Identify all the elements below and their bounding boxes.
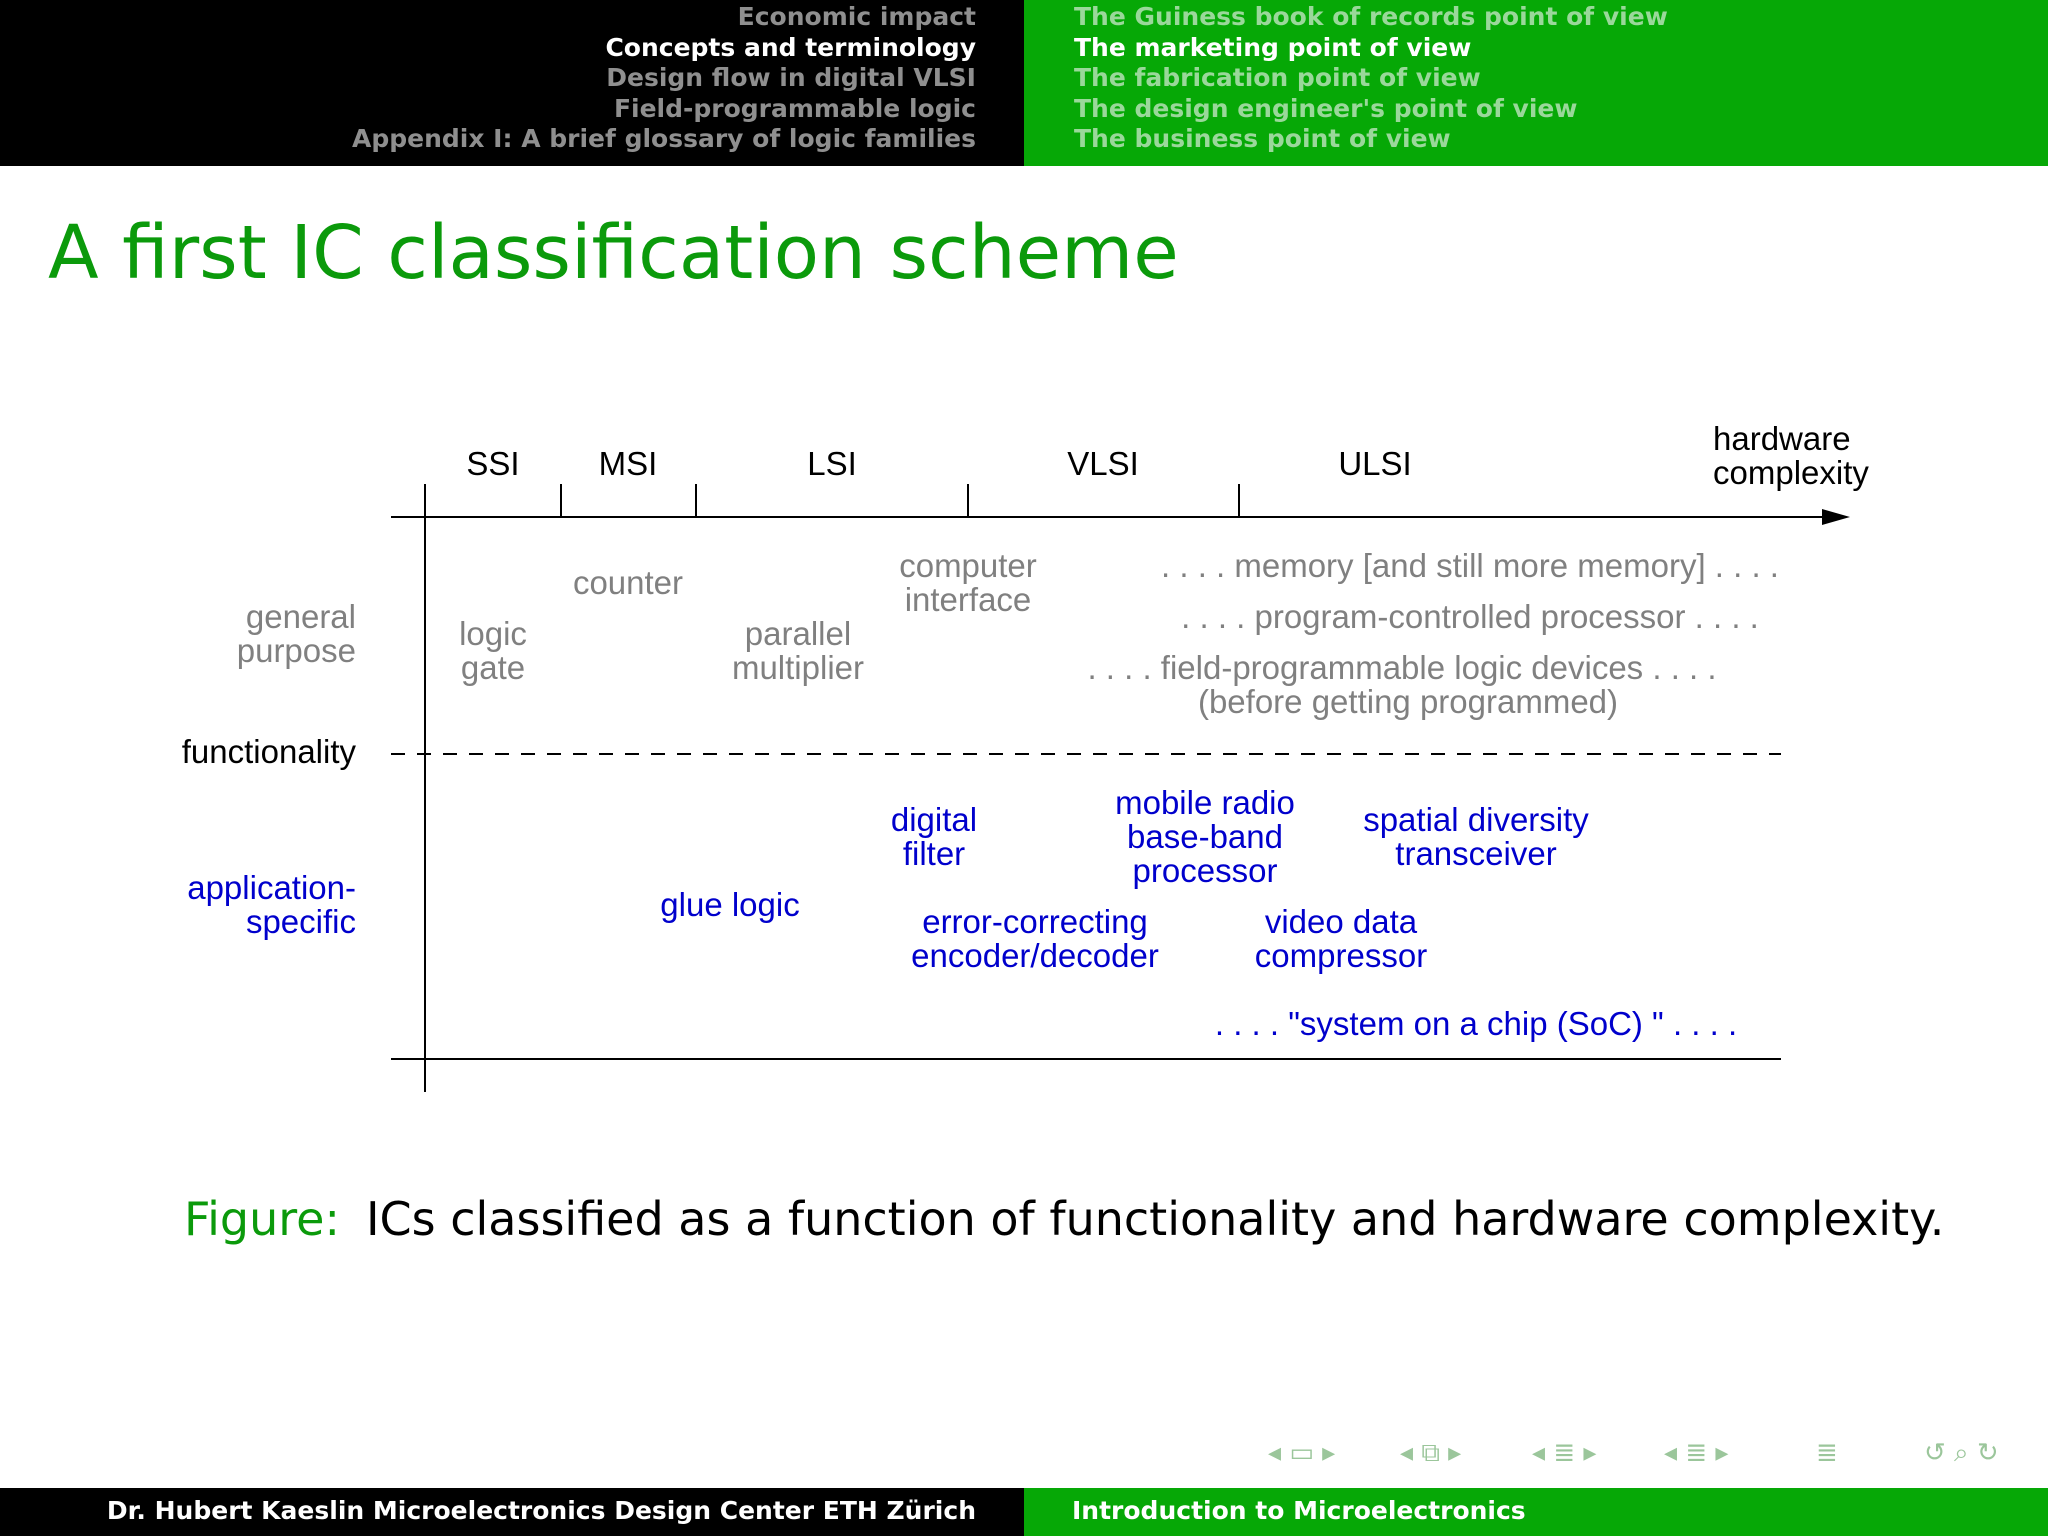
item-memory: . . . . memory [and still more memory] .… xyxy=(1161,547,1779,584)
item-logic-gate-line2: gate xyxy=(461,649,525,686)
category-ulsi: ULSI xyxy=(1338,445,1411,482)
nav-align-icon[interactable]: ≣ xyxy=(1816,1438,1838,1468)
item-program-controlled-processor: . . . . program-controlled processor . .… xyxy=(1181,598,1759,635)
footer-right: Introduction to Microelectronics xyxy=(1024,1488,2048,1536)
nav-section-appendix[interactable]: Appendix I: A brief glossary of logic fa… xyxy=(352,124,976,153)
slide-title: A first IC classification scheme xyxy=(48,210,1179,296)
nav-subsection-list-icon[interactable]: ◂ ≣ ▸ xyxy=(1664,1438,1729,1468)
item-ecc-line2: encoder/decoder xyxy=(911,937,1159,974)
nav-subsection-fabrication[interactable]: The fabrication point of view xyxy=(1074,63,1481,92)
item-digital-filter-line2: filter xyxy=(903,835,965,872)
nav-subsection-guiness[interactable]: The Guiness book of records point of vie… xyxy=(1074,2,1668,31)
category-lsi: LSI xyxy=(807,445,857,482)
nav-search-icon[interactable]: ↺ ⌕ ↻ xyxy=(1924,1438,1999,1468)
section-nav: Economic impact Concepts and terminology… xyxy=(352,2,976,155)
footer-bar: Dr. Hubert Kaeslin Microelectronics Desi… xyxy=(0,1488,2048,1536)
item-glue-logic: glue logic xyxy=(660,886,799,923)
category-ssi: SSI xyxy=(466,445,519,482)
subsection-nav: The Guiness book of records point of vie… xyxy=(1074,2,1668,155)
caption-text: ICs classified as a function of function… xyxy=(365,1192,1945,1246)
nav-section-icon[interactable]: ◂ ≣ ▸ xyxy=(1532,1438,1597,1468)
item-video-compressor-line1: video data xyxy=(1265,903,1418,940)
nav-subsection-marketing[interactable]: The marketing point of view xyxy=(1074,32,1472,62)
header-bar: Economic impact Concepts and terminology… xyxy=(0,0,2048,166)
nav-section-concepts[interactable]: Concepts and terminology xyxy=(605,32,976,62)
item-fpld-line2: (before getting programmed) xyxy=(1198,683,1618,720)
item-fpld-line1: . . . . field-programmable logic devices… xyxy=(1087,649,1716,686)
general-purpose-label-line2: purpose xyxy=(237,632,356,669)
nav-section-design-flow[interactable]: Design flow in digital VLSI xyxy=(606,63,976,92)
nav-subsection-design-engineer[interactable]: The design engineer's point of view xyxy=(1074,93,1578,123)
item-parallel-multiplier-line1: parallel xyxy=(745,615,851,652)
header-sections-panel: Economic impact Concepts and terminology… xyxy=(0,0,1024,166)
application-specific-label-line2: specific xyxy=(246,903,356,940)
item-soc: . . . . "system on a chip (SoC) " . . . … xyxy=(1215,1005,1737,1042)
item-video-compressor-line2: compressor xyxy=(1255,937,1427,974)
item-counter: counter xyxy=(573,564,683,601)
functionality-label: functionality xyxy=(182,733,357,770)
item-mobile-radio-line1: mobile radio xyxy=(1115,784,1295,821)
x-axis-label-line2: complexity xyxy=(1713,454,1869,491)
category-msi: MSI xyxy=(599,445,658,482)
item-digital-filter-line1: digital xyxy=(891,801,977,838)
item-mobile-radio-line3: processor xyxy=(1133,852,1278,889)
footer-author: Dr. Hubert Kaeslin Microelectronics Desi… xyxy=(106,1496,976,1525)
item-parallel-multiplier-line2: multiplier xyxy=(732,649,864,686)
nav-section-fpl[interactable]: Field-programmable logic xyxy=(613,93,976,123)
nav-subsection-business[interactable]: The business point of view xyxy=(1074,124,1451,153)
item-computer-interface-line1: computer xyxy=(899,547,1037,584)
item-computer-interface-line2: interface xyxy=(905,581,1032,618)
nav-frame-icon[interactable]: ◂ ▭ ▸ xyxy=(1268,1438,1336,1468)
x-axis-arrow xyxy=(1822,509,1850,525)
item-mobile-radio-line2: base-band xyxy=(1127,818,1283,855)
item-spatial-diversity-line1: spatial diversity xyxy=(1363,801,1589,838)
footer-left: Dr. Hubert Kaeslin Microelectronics Desi… xyxy=(0,1488,1024,1536)
application-specific-label-line1: application- xyxy=(187,869,356,906)
caption-label: Figure: xyxy=(184,1192,340,1246)
nav-section-economic-impact[interactable]: Economic impact xyxy=(737,2,976,31)
item-spatial-diversity-line2: transceiver xyxy=(1395,835,1556,872)
category-vlsi: VLSI xyxy=(1067,445,1139,482)
x-axis-label-line1: hardware xyxy=(1713,420,1851,457)
item-logic-gate-line1: logic xyxy=(459,615,527,652)
header-subsections-panel: The Guiness book of records point of vie… xyxy=(1024,0,2048,166)
footer-course: Introduction to Microelectronics xyxy=(1072,1496,1526,1525)
figure-caption: Figure: ICs classified as a function of f… xyxy=(184,1192,1944,1246)
beamer-navigation: ◂ ▭ ▸ ◂ ⧉ ▸ ◂ ≣ ▸ ◂ ≣ ▸ ≣ ↺ ⌕ ↻ xyxy=(1268,1438,2038,1478)
item-ecc-line1: error-correcting xyxy=(922,903,1148,940)
nav-subsection-icon[interactable]: ◂ ⧉ ▸ xyxy=(1400,1438,1462,1468)
general-purpose-label-line1: general xyxy=(246,598,356,635)
